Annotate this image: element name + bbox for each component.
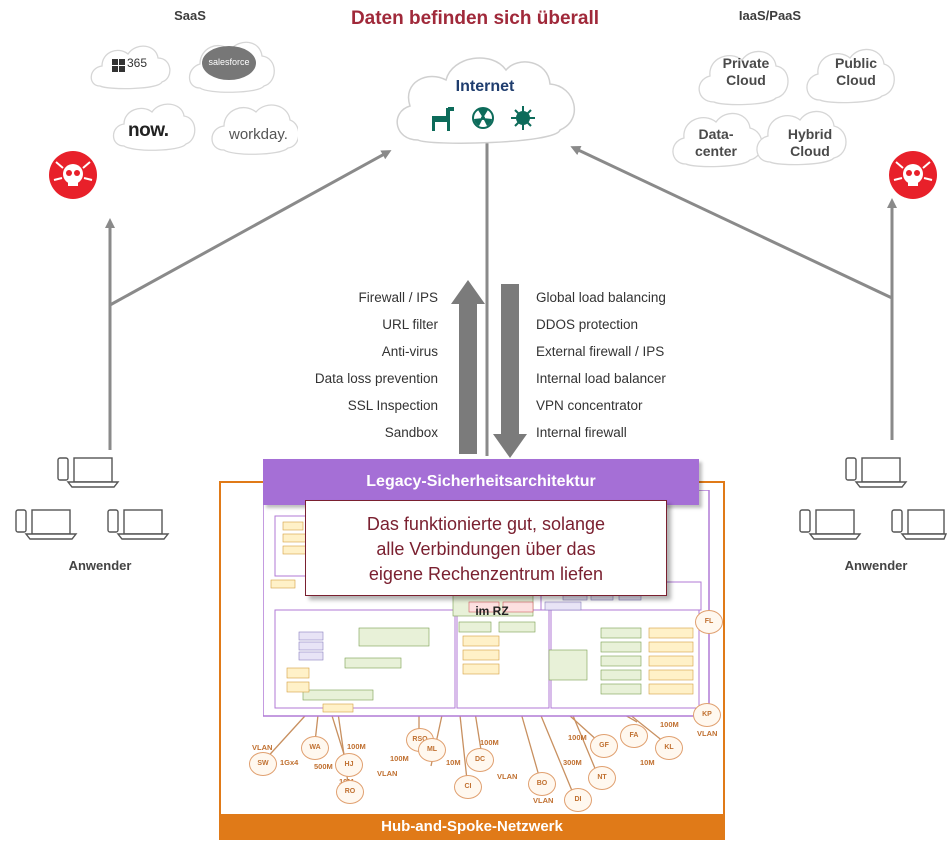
trojan-horse-icon [432,107,454,131]
hybrid-cloud-line1: Hybrid [787,126,833,142]
security-item: DDOS protection [536,317,639,332]
callout-line-3: eigene Rechenzentrum liefen [368,564,604,584]
link-label: VLAN [533,796,554,805]
security-item: URL filter [382,317,438,332]
link-label: VLAN [497,772,518,781]
spoke-node[interactable]: DI [564,788,592,812]
hub-and-spoke-banner: Hub-and-Spoke-Netzwerk [219,814,725,840]
spoke-node[interactable]: RO [336,780,364,804]
right-user-devices [799,457,947,540]
public-cloud-label: Public Cloud [826,55,886,89]
saas-app-now[interactable]: now. [128,120,169,141]
link-label: 10M [446,758,461,767]
hybrid-cloud-line2: Cloud [790,143,830,159]
hacker-skull-icon-left [49,151,97,199]
datacenter-line2: center [694,143,738,159]
security-item: Global load balancing [536,290,666,305]
radiation-icon [472,107,494,129]
salesforce-logo [202,46,256,80]
inbound-security-list: Global load balancing DDOS protection Ex… [536,284,736,446]
rz-label: im RZ [475,604,509,618]
link-label: 100M [480,738,499,747]
link-label: 10M [640,758,655,767]
legacy-security-banner: Legacy-Sicherheitsarchitektur [263,459,699,505]
spoke-node[interactable]: FL [695,610,723,634]
spoke-node[interactable]: WA [301,736,329,760]
virus-icon [511,106,535,130]
saas-app-salesforce[interactable]: salesforce [208,57,250,67]
internet-label: Internet [455,78,515,95]
left-users-label: Anwender [68,558,132,573]
saas-app-workday[interactable]: workday. [229,126,288,143]
hybrid-cloud-label: Hybrid Cloud [778,126,842,160]
link-label: VLAN [252,743,273,752]
saas-clouds [90,41,298,155]
private-cloud-label: Private Cloud [716,55,776,89]
datacenter-label: Data- center [686,126,746,160]
iaas-heading: IaaS/PaaS [738,8,802,23]
spoke-node[interactable]: DC [466,748,494,772]
spoke-node[interactable]: NT [588,766,616,790]
spoke-node[interactable]: BO [528,772,556,796]
left-user-devices [15,457,170,540]
link-label: VLAN [377,769,398,778]
link-label: 100M [660,720,679,729]
spoke-node[interactable]: KP [693,703,721,727]
spoke-node[interactable]: SW [249,752,277,776]
link-label: 300M [563,758,582,767]
security-item: External firewall / IPS [536,344,665,359]
public-cloud-line2: Cloud [836,72,876,88]
callout-line-2: alle Verbindungen über das [376,539,596,559]
security-item: Internal firewall [536,425,627,440]
spoke-node[interactable]: HJ [335,753,363,777]
main-title: Daten befinden sich überall [350,8,600,29]
callout-line-1: Das funktionierte gut, solange [366,514,606,534]
spoke-node[interactable]: KL [655,736,683,760]
security-item: Internal load balancer [536,371,666,386]
link-label: 1Gx4 [280,758,299,767]
iaas-clouds [672,48,895,168]
link-label: 100M [568,733,587,742]
hacker-skull-icon-right [889,151,937,199]
security-item: Sandbox [384,425,438,440]
security-item: Data loss prevention [314,371,438,386]
link-label: 100M [347,742,366,751]
link-label: 100M [390,754,409,763]
security-item: VPN concentrator [536,398,643,413]
private-cloud-line1: Private [722,55,770,71]
spoke-node[interactable]: CI [454,775,482,799]
security-item: Anti-virus [381,344,438,359]
private-cloud-line2: Cloud [726,72,766,88]
datacenter-line1: Data- [698,126,734,142]
security-item: Firewall / IPS [358,290,438,305]
saas-app-365[interactable]: 365 [127,56,148,70]
callout-box: Das funktionierte gut, solange alle Verb… [305,500,667,596]
microsoft-365-logo [112,59,125,72]
link-label: VLAN [697,729,718,738]
security-item: SSL Inspection [347,398,438,413]
spoke-node[interactable]: FA [620,724,648,748]
threat-icons [432,106,535,131]
public-cloud-line1: Public [834,55,877,71]
link-label: 500M [314,762,333,771]
saas-heading: SaaS [174,8,206,23]
spoke-node[interactable]: GF [590,734,618,758]
spoke-node[interactable]: ML [418,738,446,762]
outbound-security-list: Firewall / IPS URL filter Anti-virus Dat… [270,284,438,446]
right-users-label: Anwender [844,558,908,573]
